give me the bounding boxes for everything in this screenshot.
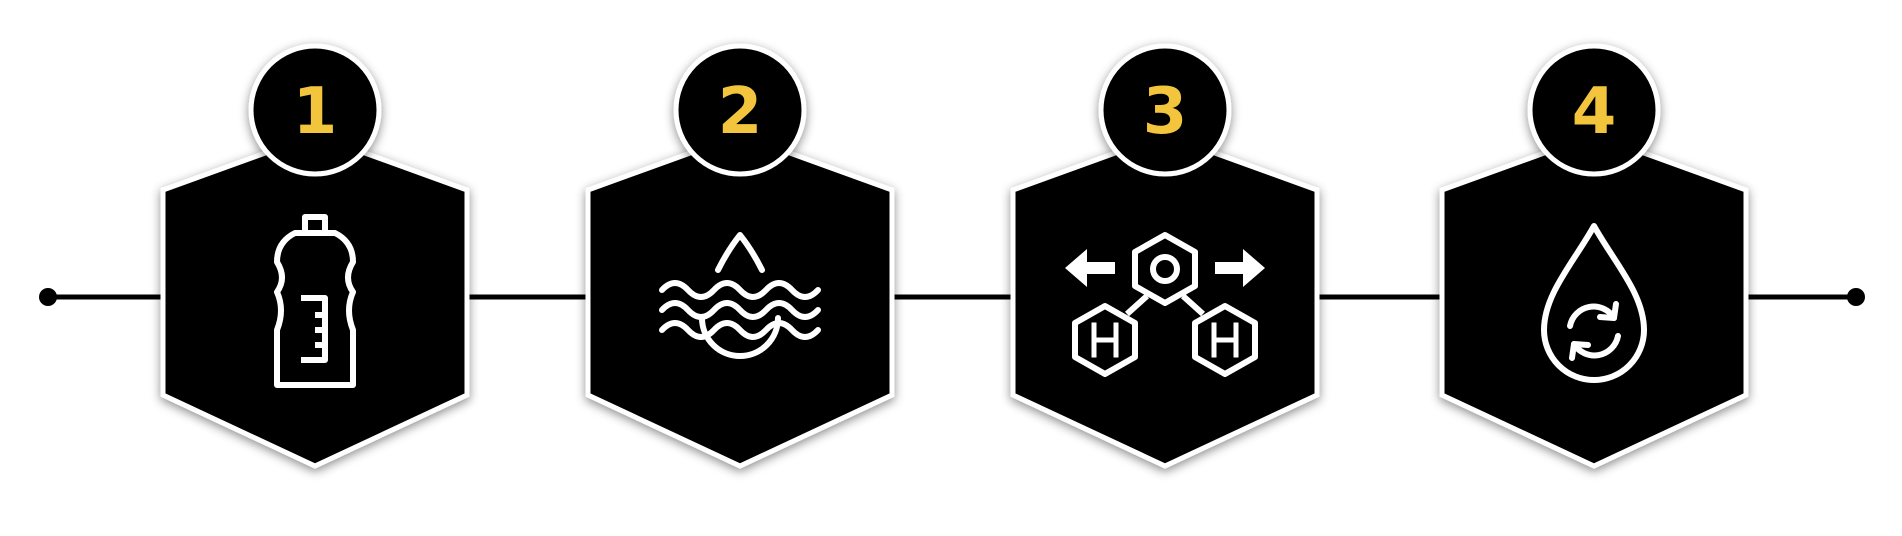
water-waves-drop-icon xyxy=(659,232,821,359)
timeline-start-dot xyxy=(39,288,57,306)
step-3-number: 3 xyxy=(1143,75,1188,149)
plastic-bottle-icon xyxy=(274,214,356,388)
step-2: 2 xyxy=(585,43,895,469)
step-3-number-badge xyxy=(1098,43,1232,177)
step-2-number: 2 xyxy=(718,75,763,149)
timeline-end-dot xyxy=(1847,288,1865,306)
step-2-hexagon xyxy=(585,132,895,469)
step-4-hexagon xyxy=(1439,132,1749,469)
step-1: 1 xyxy=(160,43,470,469)
step-4-number-badge xyxy=(1527,43,1661,177)
step-4-number: 4 xyxy=(1572,75,1617,149)
step-3: 3 xyxy=(1010,43,1320,469)
step-2-number-badge xyxy=(673,43,807,177)
step-1-number: 1 xyxy=(293,75,338,149)
step-4: 4 xyxy=(1439,43,1749,469)
h2o-molecule-icon xyxy=(1065,232,1265,377)
step-1-number-badge xyxy=(248,43,382,177)
drop-recycle-icon xyxy=(1541,223,1647,383)
